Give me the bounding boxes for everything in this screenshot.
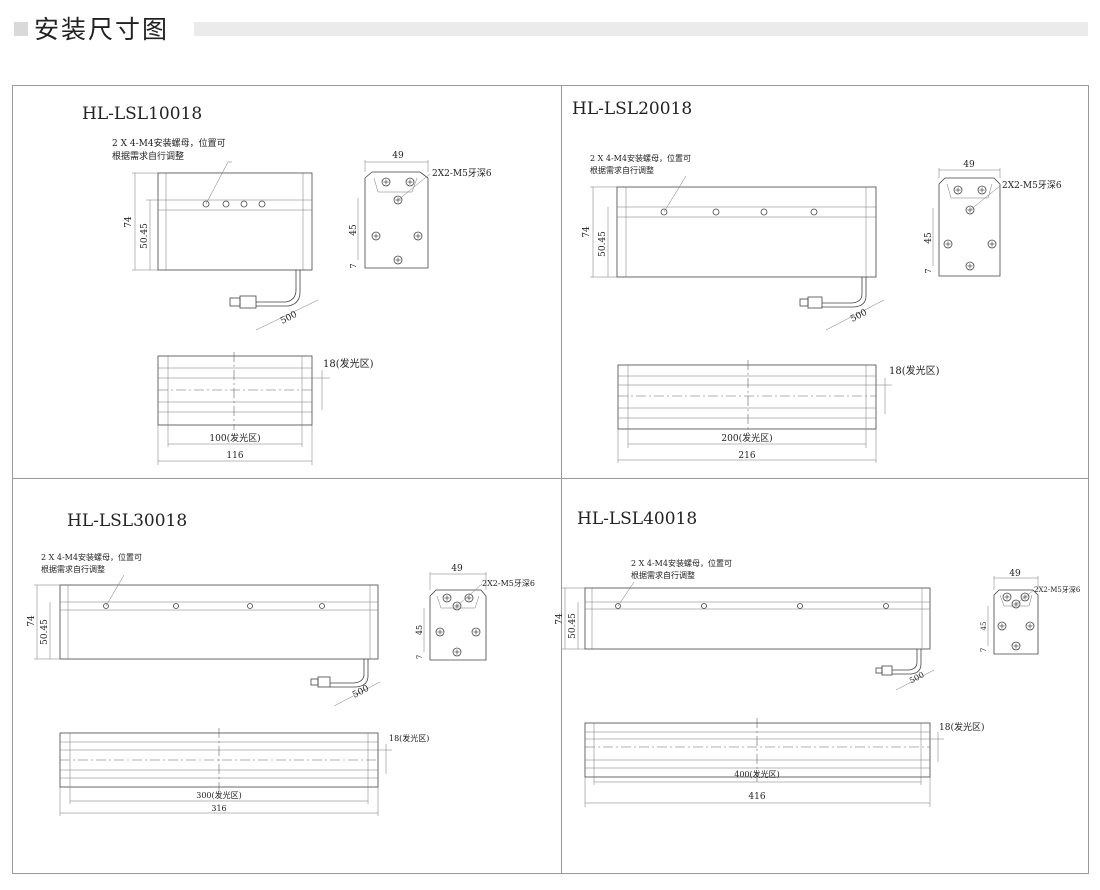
connector [881, 665, 893, 676]
side-view [938, 177, 1001, 277]
mount-nut [103, 603, 109, 609]
cable-length-dim: 500 [351, 684, 371, 701]
mount-note-line1: 2 X 4-M4安装螺母，位置可 [41, 552, 142, 562]
connector [807, 296, 823, 309]
emit-height-dim: 18(发光区) [389, 733, 429, 743]
mount-nut [883, 603, 889, 609]
mount-nut [810, 208, 818, 216]
panel-hl-lsl10018: HL-LSL10018 2 X 4-M4安装螺母，位置可 根据需求自行调整 74… [82, 104, 492, 465]
model-name: HL-LSL20018 [572, 99, 692, 119]
mount-note-line2: 根据需求自行调整 [590, 165, 654, 175]
emitting-face-view [617, 364, 877, 430]
side-width-dim: 49 [963, 160, 975, 170]
cable-length-dim: 500 [908, 670, 926, 685]
side-view [429, 589, 487, 661]
total-length-dim: 316 [211, 804, 226, 813]
side-7-dim: 7 [416, 655, 424, 659]
height-dim: 74 [555, 613, 565, 625]
cable-length-dim: 500 [279, 310, 299, 327]
side-thread-label: 2X2-M5牙深6 [432, 168, 492, 179]
side-thread-label: 2X2-M5牙深6 [482, 579, 535, 588]
side-width-dim: 49 [392, 151, 404, 161]
connector [239, 295, 257, 309]
mount-note-line1: 2 X 4-M4安装螺母，位置可 [112, 137, 226, 149]
mount-note-line2: 根据需求自行调整 [112, 150, 184, 162]
mount-note-line1: 2 X 4-M4安装螺母，位置可 [631, 558, 732, 568]
cable [330, 659, 365, 684]
mid-dim: 50.45 [40, 619, 50, 645]
side-7-dim: 7 [924, 268, 933, 273]
height-dim: 74 [582, 226, 592, 238]
cable [256, 270, 297, 303]
mount-nut [247, 603, 253, 609]
mount-nut [202, 200, 210, 208]
vertical-divider [561, 86, 562, 873]
side-45-dim: 45 [415, 625, 424, 635]
header-rule [194, 22, 1088, 36]
emit-height-dim: 18(发光区) [889, 364, 940, 377]
mount-nut [240, 200, 248, 208]
front-housing [584, 587, 931, 650]
connector [317, 676, 331, 688]
front-housing [616, 186, 877, 278]
side-view [993, 589, 1039, 655]
emit-height-dim: 18(发光区) [939, 721, 984, 733]
side-45-dim: 45 [924, 232, 934, 244]
side-width-dim: 49 [1009, 569, 1021, 579]
mount-note-line2: 根据需求自行调整 [41, 564, 105, 574]
panel-hl-lsl40018: HL-LSL40018 2 X 4-M4安装螺母，位置可 根据需求自行调整 74… [555, 509, 1081, 807]
mount-nut [701, 603, 707, 609]
mount-nut [173, 603, 179, 609]
emitting-face-view [157, 355, 313, 426]
mount-nut [258, 200, 266, 208]
cable [892, 649, 918, 671]
drawing-frame [12, 85, 1089, 874]
emit-height-dim: 18(发光区) [323, 357, 374, 370]
front-housing [59, 584, 379, 660]
side-thread-label: 2X2-M5牙深6 [1034, 585, 1081, 594]
cable-length-dim: 500 [849, 308, 869, 325]
side-view [364, 171, 429, 269]
height-dim: 74 [27, 615, 37, 627]
mount-nut [760, 208, 768, 216]
side-thread-label: 2X2-M5牙深6 [1002, 180, 1062, 191]
mount-note-line1: 2 X 4-M4安装螺母，位置可 [590, 153, 691, 163]
total-length-dim: 116 [226, 451, 243, 461]
emitting-face-view [584, 722, 931, 778]
mid-dim: 50.45 [140, 223, 150, 249]
model-name: HL-LSL30018 [67, 511, 187, 531]
model-name: HL-LSL10018 [82, 104, 202, 124]
cable [822, 277, 863, 304]
emit-length-dim: 100(发光区) [209, 432, 260, 444]
side-45-dim: 45 [349, 224, 359, 236]
emit-length-dim: 200(发光区) [721, 432, 772, 444]
height-dim: 74 [124, 216, 134, 228]
mid-dim: 50.45 [598, 231, 608, 257]
total-length-dim: 416 [748, 792, 765, 802]
model-name: HL-LSL40018 [577, 509, 697, 529]
emit-length-dim: 400(发光区) [734, 769, 780, 779]
mount-nut [222, 200, 230, 208]
page-header: 安装尺寸图 [0, 0, 1100, 60]
header-marker [14, 22, 28, 36]
mount-note-line2: 根据需求自行调整 [631, 570, 695, 580]
horizontal-divider [13, 478, 1088, 479]
emit-length-dim: 300(发光区) [196, 790, 242, 800]
mount-nut [660, 208, 668, 216]
front-housing [157, 172, 313, 271]
side-45-dim: 45 [980, 622, 988, 631]
side-width-dim: 49 [451, 564, 463, 574]
mount-nut [615, 603, 621, 609]
mount-nut [319, 603, 325, 609]
total-length-dim: 216 [738, 451, 755, 461]
mount-nut [712, 208, 720, 216]
mount-nut [797, 603, 803, 609]
side-7-dim: 7 [349, 263, 358, 268]
panel-hl-lsl30018: HL-LSL30018 2 X 4-M4安装螺母，位置可 根据需求自行调整 74… [27, 511, 535, 816]
page-title: 安装尺寸图 [34, 15, 170, 44]
panel-hl-lsl20018: HL-LSL20018 2 X 4-M4安装螺母，位置可 根据需求自行调整 74… [572, 99, 1062, 463]
side-7-dim: 7 [980, 648, 988, 652]
mid-dim: 50.45 [568, 613, 578, 639]
